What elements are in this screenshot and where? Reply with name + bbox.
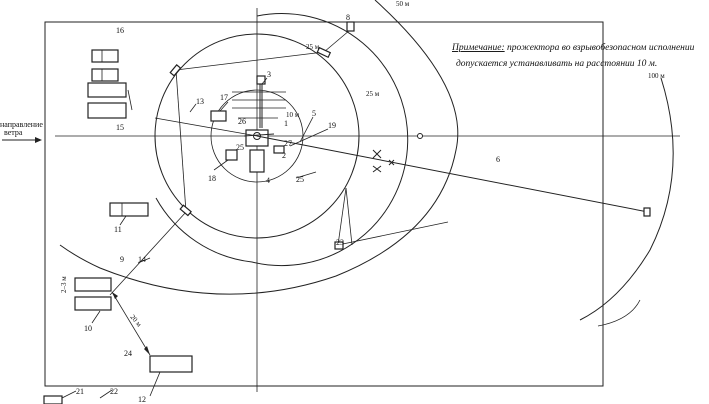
block-27 bbox=[273, 145, 285, 154]
label-20m: 20 м bbox=[128, 313, 143, 329]
radius-25m-outer-arc bbox=[155, 13, 409, 267]
floodlight-top-left bbox=[169, 64, 182, 77]
note-line2: допускается устанавливать на расстоянии … bbox=[456, 58, 657, 69]
floodlight-top-right bbox=[316, 46, 332, 59]
floodlight-left-bottom bbox=[179, 204, 192, 217]
floodlight-line-14 bbox=[109, 211, 187, 296]
valve-2 bbox=[388, 159, 395, 166]
block-18 bbox=[225, 149, 238, 161]
label-6: 6 bbox=[496, 155, 500, 164]
block-12 bbox=[149, 355, 193, 373]
label-1: 1 bbox=[284, 119, 288, 128]
label-11: 11 bbox=[114, 225, 122, 234]
label-3: 3 bbox=[267, 70, 271, 79]
arrowhead-20m-start bbox=[112, 292, 118, 299]
tank-9b bbox=[74, 296, 112, 311]
arrowhead-20m-end bbox=[144, 346, 150, 355]
flare-line bbox=[256, 135, 649, 213]
note-text-1: прожектора во взрывобезопасном исполнени… bbox=[507, 42, 695, 53]
leader-23c bbox=[337, 221, 449, 246]
wind-label-line1: направление bbox=[0, 120, 43, 129]
leader-12 bbox=[149, 371, 161, 397]
tank-15b bbox=[87, 102, 127, 119]
label-16: 16 bbox=[116, 26, 124, 35]
leader-13 bbox=[189, 103, 197, 113]
wind-label-line2: ветра bbox=[4, 128, 23, 137]
label-17: 17 bbox=[220, 93, 228, 102]
floodlight-line-13 bbox=[154, 117, 258, 137]
mud-pump-line bbox=[243, 133, 275, 137]
leader-18 bbox=[213, 159, 229, 171]
tank-15a bbox=[87, 82, 127, 98]
block-17 bbox=[210, 110, 227, 122]
wind-arrowhead bbox=[35, 137, 42, 143]
vehicle-16a bbox=[91, 49, 119, 63]
floodlight-8 bbox=[346, 21, 355, 32]
leader-11 bbox=[119, 215, 127, 226]
leader-21 bbox=[61, 390, 77, 399]
label-14: 14 bbox=[138, 255, 146, 264]
leader-23a bbox=[337, 187, 347, 246]
valve-1 bbox=[372, 149, 382, 159]
leader-17 bbox=[219, 101, 229, 112]
leader-25 bbox=[295, 171, 317, 179]
note-line1: Примечание: прожектора во взрывобезопасн… bbox=[451, 42, 695, 53]
label-8: 8 bbox=[346, 13, 350, 22]
label-19: 19 bbox=[328, 121, 336, 130]
leader-10 bbox=[91, 310, 101, 324]
block-4 bbox=[249, 149, 265, 173]
label-13: 13 bbox=[196, 97, 204, 106]
valve-3 bbox=[372, 165, 382, 173]
label-25a: 25 bbox=[236, 143, 244, 152]
label-9: 9 bbox=[120, 255, 124, 264]
label-25m-side: 25 м bbox=[366, 90, 380, 98]
label-10: 10 bbox=[84, 324, 92, 333]
label-2-3m: 2–3 м bbox=[60, 276, 68, 293]
floodlight-line-vertical bbox=[175, 69, 187, 213]
vehicle-11 bbox=[109, 202, 149, 217]
floodlight-line-8 bbox=[323, 29, 351, 53]
vehicle-16b bbox=[91, 68, 119, 82]
flare-marker bbox=[417, 133, 423, 139]
note-heading: Примечание: bbox=[451, 43, 505, 53]
leader-14 bbox=[137, 257, 151, 264]
leader-19 bbox=[289, 128, 329, 147]
label-12: 12 bbox=[138, 395, 146, 404]
label-10m: 10 м bbox=[286, 111, 300, 119]
label-25b: 25 bbox=[296, 175, 304, 184]
floodlight-line-top bbox=[175, 51, 325, 71]
floodlight-23 bbox=[334, 241, 344, 250]
radius-100m-arc bbox=[579, 77, 674, 321]
legend-21-symbol bbox=[43, 395, 63, 404]
label-5: 5 bbox=[312, 109, 316, 118]
leader-3 bbox=[261, 77, 268, 85]
label-22: 22 bbox=[110, 387, 118, 396]
label-27: 27 bbox=[284, 139, 292, 148]
leader-5 bbox=[299, 116, 314, 143]
radius-25m-circle bbox=[154, 33, 360, 239]
leader-22 bbox=[99, 389, 113, 399]
label-21: 21 bbox=[76, 387, 84, 396]
leader-23b bbox=[345, 187, 353, 246]
bracket-15 bbox=[127, 89, 133, 111]
radius-50m-arc bbox=[59, 0, 459, 295]
site-boundary bbox=[44, 21, 604, 387]
tank-9a bbox=[74, 277, 112, 292]
label-15: 15 bbox=[116, 123, 124, 132]
label-50m: 50 м bbox=[396, 0, 410, 8]
label-2: 2 bbox=[282, 151, 286, 160]
derrick-top bbox=[256, 75, 266, 85]
label-23: 23 bbox=[336, 238, 344, 247]
radius-100m-arc-lower bbox=[597, 299, 641, 327]
label-24: 24 bbox=[124, 349, 132, 358]
label-25m: 25 м bbox=[306, 43, 320, 51]
floodlight-6 bbox=[643, 207, 651, 217]
label-4: 4 bbox=[266, 176, 270, 185]
label-18: 18 bbox=[208, 174, 216, 183]
label-100m: 100 м bbox=[648, 72, 665, 80]
label-26: 26 bbox=[238, 117, 246, 126]
distance-line-20m bbox=[111, 291, 151, 356]
